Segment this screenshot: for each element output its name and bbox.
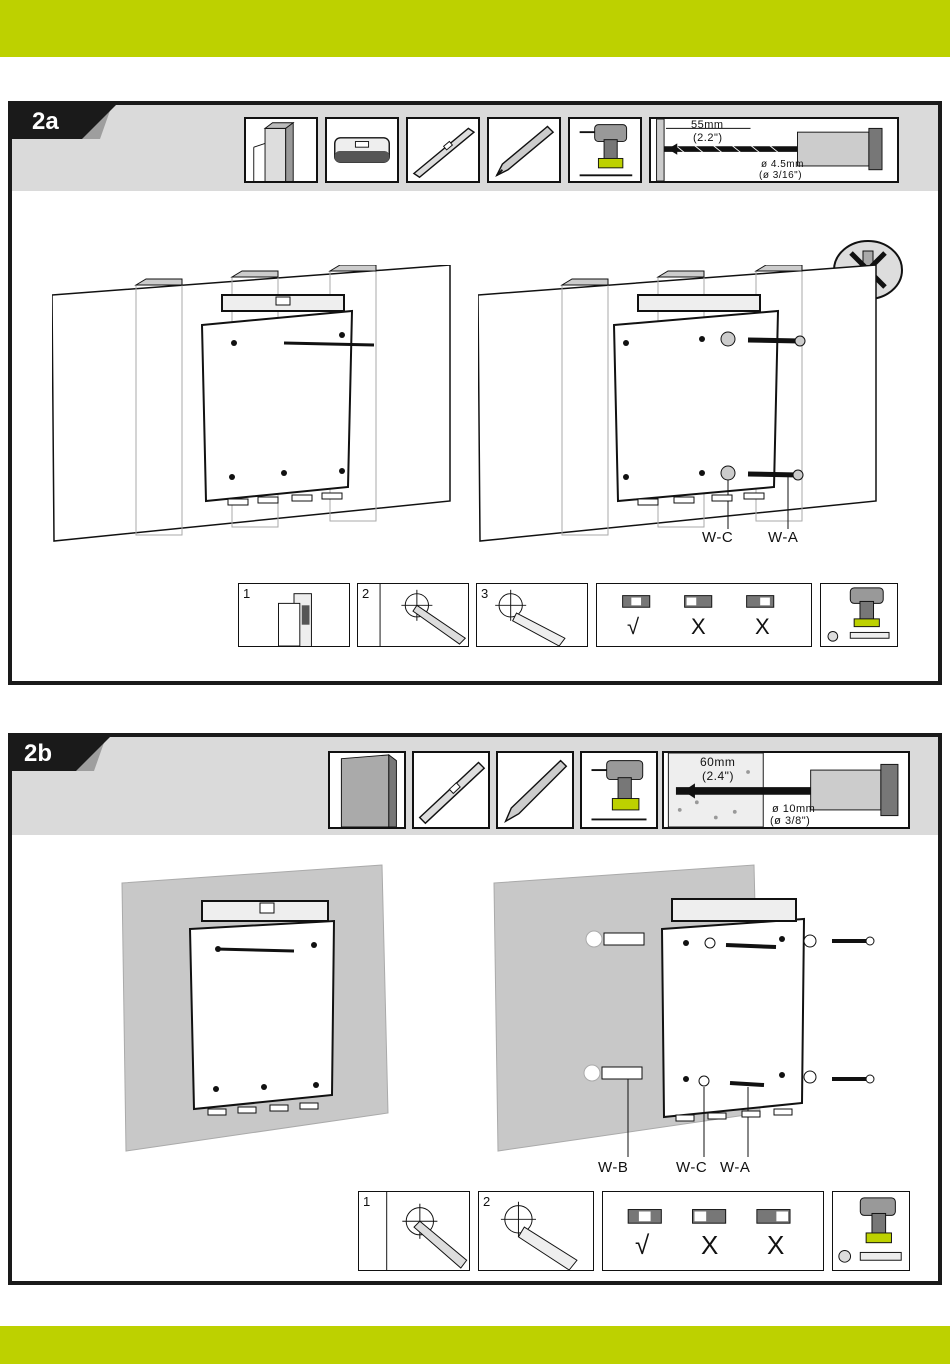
level-correct-mark: √ (635, 1230, 650, 1261)
drill-bit-depth-icon: 55mm (2.2") ø 4.5mm (ø 3/16") (649, 117, 899, 183)
pencil-icon (496, 751, 574, 829)
drill-dia-mm: ø 10mm (772, 803, 815, 815)
pencil-icon (487, 117, 561, 183)
callout-washer: W-C (676, 1159, 707, 1176)
step-2b-panel: 2b 60mm (2.4") ø 10mm (ø 3/8") (8, 733, 942, 1285)
step-2a-label: 2a (12, 105, 82, 139)
substep-number: 3 (481, 586, 488, 601)
drill-depth-mm: 60mm (700, 755, 735, 769)
drill-dia-mm: ø 4.5mm (761, 159, 804, 170)
bracket-screwed-wood-wall-illustration (478, 265, 888, 543)
drill-dia-in: (ø 3/8") (770, 815, 810, 827)
drill-screwdriver-icon (820, 583, 898, 647)
callout-washer: W-C (702, 529, 733, 546)
bracket-on-concrete-wall-illustration (120, 857, 392, 1157)
drill-depth-in: (2.2") (693, 132, 723, 144)
bottom-color-band (0, 1326, 950, 1364)
level-wrong-mark: X (767, 1230, 785, 1261)
callout-screw: W-A (720, 1159, 750, 1176)
top-color-band (0, 0, 950, 57)
step-2b-label: 2b (12, 737, 76, 771)
bracket-on-wood-wall-illustration (52, 265, 452, 543)
drill-bit-depth-icon: 60mm (2.4") ø 10mm (ø 3/8") (662, 751, 910, 829)
substep-number: 1 (243, 586, 250, 601)
substep-number: 1 (363, 1194, 370, 1209)
drill-screwdriver-icon (832, 1191, 910, 1271)
drill-icon (568, 117, 642, 183)
callout-screw: W-A (768, 529, 798, 546)
drill-depth-in: (2.4") (702, 769, 734, 783)
level-correct-mark: √ (627, 614, 640, 640)
step-2a-panel: 2a 55mm (2.2") ø 4.5mm (ø 3/16") (8, 101, 942, 685)
level-check-panel: √ X X (596, 583, 812, 647)
drill-icon (580, 751, 658, 829)
substep-2-drill-hole: 2 (478, 1191, 594, 1271)
substep-number: 2 (362, 586, 369, 601)
callout-anchor: W-B (598, 1159, 628, 1176)
level-wrong-mark: X (691, 614, 706, 640)
drill-dia-in: (ø 3/16") (759, 170, 802, 181)
bracket-anchored-concrete-wall-illustration (492, 857, 892, 1157)
spirit-level-icon (412, 751, 490, 829)
concrete-wall-icon (328, 751, 406, 829)
drill-depth-mm: 55mm (691, 119, 724, 131)
spirit-level-icon (406, 117, 480, 183)
level-wrong-mark: X (755, 614, 770, 640)
substep-1-mark-hole: 1 (358, 1191, 470, 1271)
substep-3-drill-hole: 3 (476, 583, 588, 647)
level-check-panel: √ X X (602, 1191, 824, 1271)
substep-2-mark-hole: 2 (357, 583, 469, 647)
level-wrong-mark: X (701, 1230, 719, 1261)
wood-stud-icon (244, 117, 318, 183)
substep-1-locate-stud: 1 (238, 583, 350, 647)
stud-finder-icon (325, 117, 399, 183)
substep-number: 2 (483, 1194, 490, 1209)
